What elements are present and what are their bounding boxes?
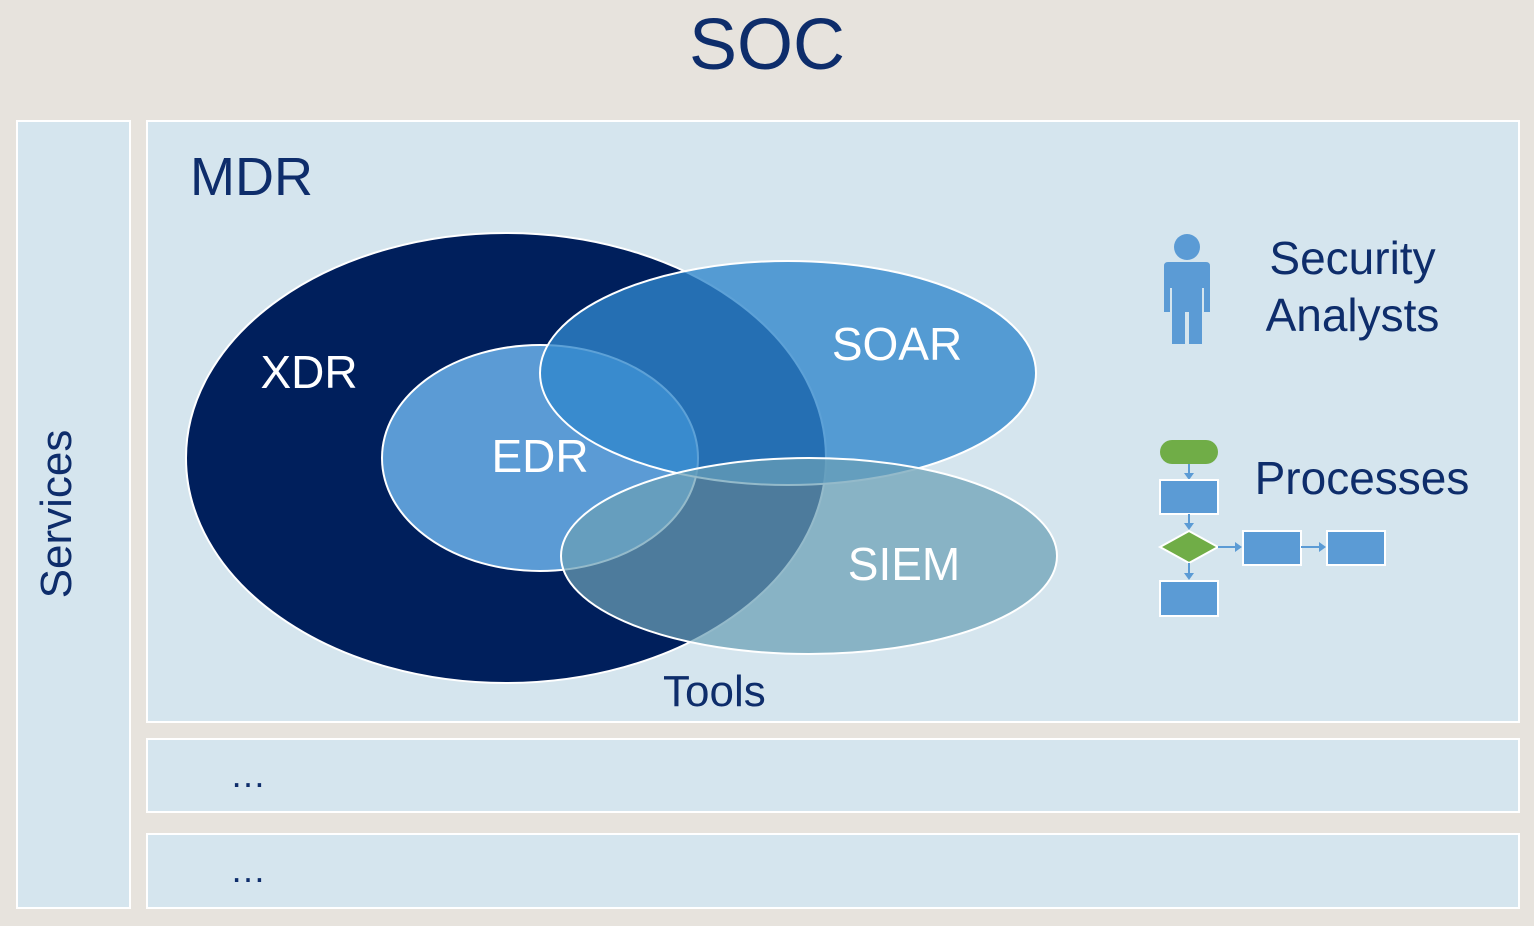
soar-label: SOAR bbox=[832, 318, 962, 370]
mdr-label: MDR bbox=[190, 147, 313, 207]
row-ellipsis: … bbox=[230, 849, 266, 890]
edr-label: EDR bbox=[491, 430, 588, 482]
row-ellipsis: … bbox=[230, 754, 266, 795]
security-analysts-line: Analysts bbox=[1265, 289, 1440, 341]
tools-label: Tools bbox=[663, 667, 766, 716]
person-icon bbox=[1164, 234, 1210, 344]
soar-ellipse bbox=[539, 260, 1037, 486]
security-analysts-line: Security bbox=[1269, 232, 1436, 284]
security-analysts-label: Security Analysts bbox=[1250, 230, 1455, 344]
siem-label: SIEM bbox=[848, 538, 960, 590]
siem-ellipse bbox=[560, 457, 1058, 655]
flowchart-icon bbox=[1157, 440, 1386, 617]
xdr-label: XDR bbox=[260, 346, 357, 398]
row-panel: … bbox=[146, 738, 1520, 813]
services-panel bbox=[16, 120, 131, 909]
processes-label: Processes bbox=[1254, 452, 1470, 504]
row-panel: … bbox=[146, 833, 1520, 909]
soc-title: SOC bbox=[688, 5, 846, 85]
